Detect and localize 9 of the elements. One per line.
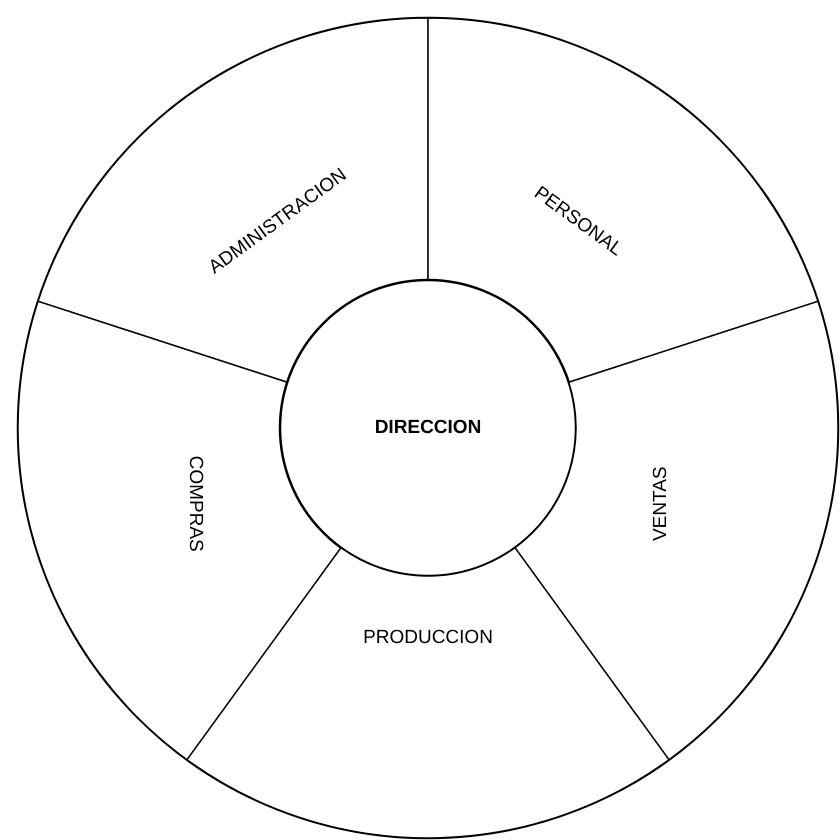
ring-segment (514, 300, 838, 760)
center-circle (278, 278, 578, 578)
segment-label: PRODUCCION (363, 627, 493, 648)
ring-segment (427, 17, 819, 384)
ring-segment (18, 300, 342, 760)
segment-label: VENTAS (650, 466, 672, 542)
ring-segment (37, 17, 429, 384)
segment-label: COMPRAS (184, 456, 206, 552)
center-label: DIRECCION (374, 417, 482, 438)
